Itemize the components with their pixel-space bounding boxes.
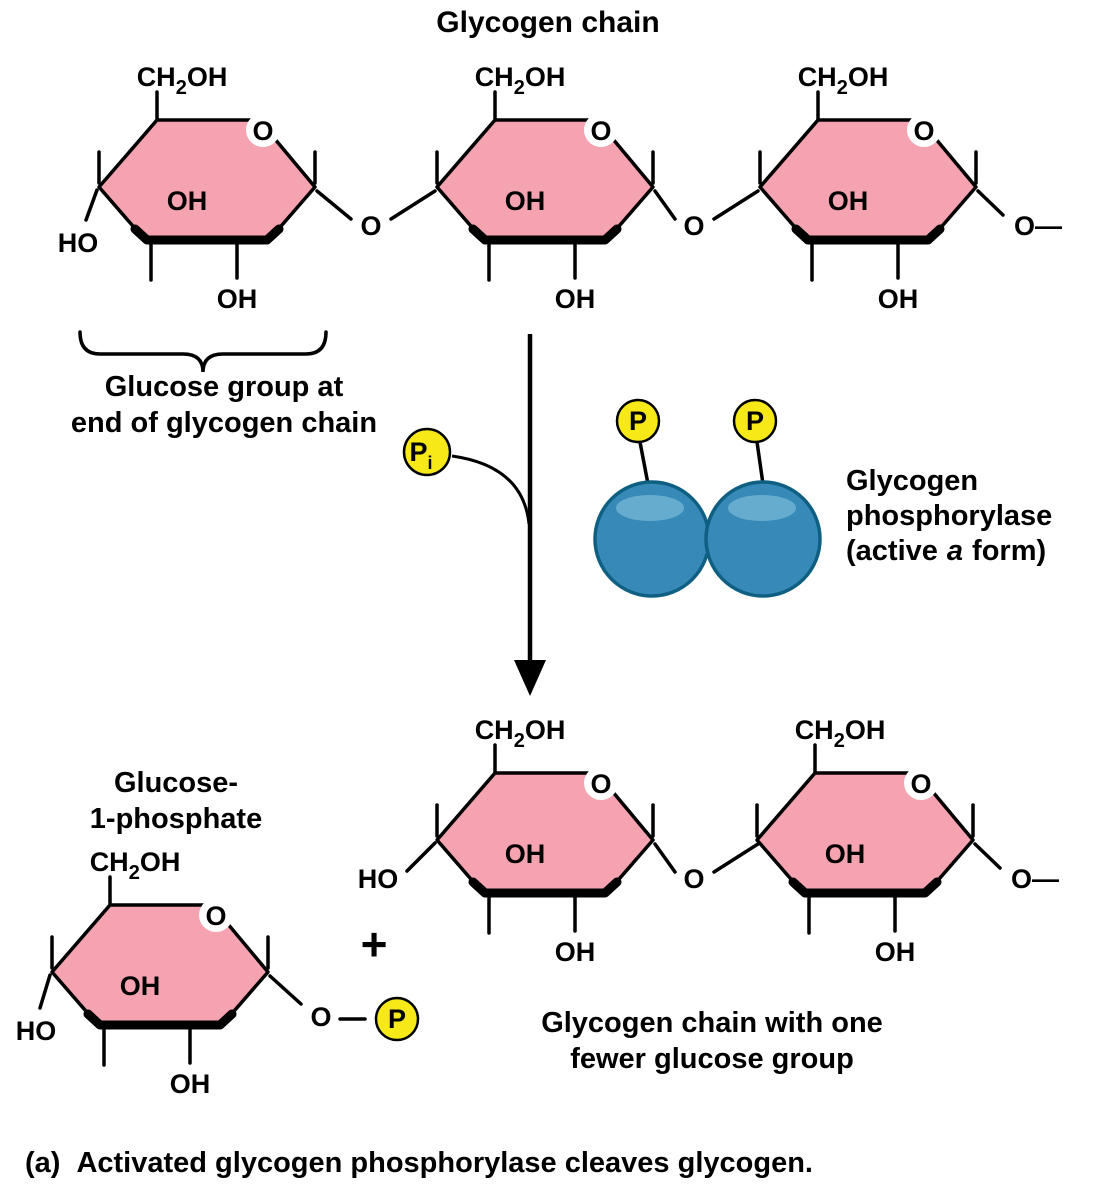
glycosidic-o-label-2: O <box>683 211 704 241</box>
enzyme-label-line1: Glycogen <box>846 465 978 497</box>
glycosidic-bond-right-1 <box>389 189 437 221</box>
glucose-ring-4 <box>52 847 268 1099</box>
glucose-group-label-line2: end of glycogen chain <box>71 407 377 439</box>
chain-bond-bottom <box>973 842 1002 870</box>
enzyme-highlight-right <box>728 495 796 521</box>
glycosidic-bond-right-2 <box>712 189 760 221</box>
pi-p: P <box>409 437 427 467</box>
phosphate-p-label-left: P <box>629 406 647 436</box>
phosphate-stem-left <box>638 440 650 486</box>
glucose-group-brace <box>78 330 328 373</box>
chain-o-dash-label-bottom: O— <box>1011 864 1059 894</box>
g1p-o-bond <box>268 974 303 1006</box>
phosphate-p-label-right: P <box>746 406 764 436</box>
enzyme-label-line2: phosphorylase <box>846 500 1052 532</box>
enzyme-highlight-left <box>616 495 684 521</box>
glucose-ring-3 <box>760 62 976 314</box>
pi-curved-arrow <box>451 454 531 525</box>
enzyme-line3-pre: (active <box>846 535 938 567</box>
glucose-group-label-line1: Glucose group at <box>105 371 344 403</box>
g1p-label-line2: 1-phosphate <box>90 803 262 835</box>
enzyme-line3-italic-a: a <box>947 535 963 567</box>
figure-caption: (a) Activated glycogen phosphorylase clea… <box>25 1147 813 1179</box>
glucose-ring-5 <box>437 715 653 967</box>
enzyme-line3-post: form) <box>972 535 1046 567</box>
phosphate-disc-left <box>615 398 661 444</box>
g1p-phosphate-disc <box>374 996 420 1042</box>
glycosidic-bond-left-3 <box>653 842 677 874</box>
chain-bond-top <box>976 189 1005 217</box>
fewer-label-line2: fewer glucose group <box>570 1043 854 1075</box>
reaction-arrow-head <box>514 660 546 696</box>
glycosidic-bond-left-2 <box>653 189 677 221</box>
fewer-label-line1: Glycogen chain with one <box>541 1007 883 1039</box>
caption-index: (a) <box>25 1147 60 1179</box>
enzyme-label-line3: (active a form) <box>846 535 1046 567</box>
plus-sign: + <box>361 918 388 970</box>
ho-bond-ring4 <box>38 973 52 1010</box>
g1p-o-label: O <box>310 1002 331 1032</box>
glycosidic-bond-left-1 <box>315 189 353 221</box>
phosphate-disc-right <box>732 398 778 444</box>
pi-disc <box>402 427 452 477</box>
ho-label-ring4: HO <box>16 1016 57 1046</box>
g1p-label-line1: Glucose- <box>114 767 238 799</box>
glycosidic-o-label-1: O <box>360 211 381 241</box>
phosphate-stem-right <box>755 440 765 486</box>
glucose-ring-1 <box>99 62 315 314</box>
g1p-phosphate-label: P <box>388 1004 406 1034</box>
glycosidic-o-label-3: O <box>683 864 704 894</box>
pi-sub-i: i <box>428 453 433 473</box>
pi-label: Pi <box>409 437 432 473</box>
chain-o-dash-label-top: O— <box>1014 211 1062 241</box>
ho-label-ring5: HO <box>358 864 399 894</box>
glycosidic-bond-right-3 <box>712 842 760 874</box>
ho-bond-ring1 <box>84 188 99 222</box>
diagram-title: Glycogen chain <box>436 6 659 39</box>
glucose-ring-6 <box>757 715 973 967</box>
caption-text: Activated glycogen phosphorylase cleaves… <box>76 1147 813 1179</box>
ho-bond-ring5 <box>405 841 437 873</box>
glucose-ring-2 <box>437 62 653 314</box>
ho-label-ring1: HO <box>58 228 99 258</box>
